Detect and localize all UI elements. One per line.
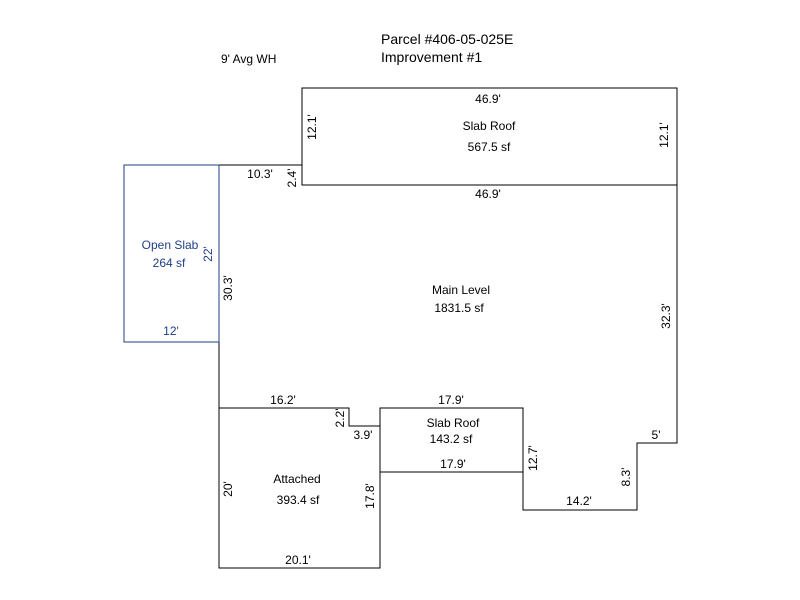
main-level-outline bbox=[218, 164, 678, 511]
slab-roof-small-area: 143.2 sf bbox=[430, 432, 473, 446]
dim-attached-top: 16.2' bbox=[270, 393, 296, 407]
dim-top-roof-right: 12.1' bbox=[657, 122, 671, 148]
parcel-number: Parcel #406-05-025E bbox=[381, 31, 513, 47]
slab-roof-top-name: Slab Roof bbox=[463, 119, 516, 133]
open-slab-area: 264 sf bbox=[153, 256, 186, 270]
dim-top-roof-left: 12.1' bbox=[305, 114, 319, 140]
improvement-label: Improvement #1 bbox=[381, 49, 482, 65]
dim-open-slab-side: 22' bbox=[201, 246, 215, 262]
dim-slab-small-right: 12.7' bbox=[526, 445, 540, 471]
main-level-area: 1831.5 sf bbox=[434, 301, 484, 315]
dim-main-top-left: 10.3' bbox=[247, 167, 273, 181]
dim-bottom-step: 14.2' bbox=[566, 494, 592, 508]
dim-attached-notch-v: 2.2' bbox=[333, 409, 347, 428]
dim-slab-small-bottom: 17.9' bbox=[440, 457, 466, 471]
dim-attached-notch-h: 3.9' bbox=[354, 428, 373, 442]
attached-area: 393.4 sf bbox=[277, 493, 320, 507]
dim-attached-left: 20' bbox=[221, 481, 235, 497]
dim-top-roof-top: 46.9' bbox=[475, 92, 501, 106]
dim-attached-bottom: 20.1' bbox=[285, 553, 311, 567]
open-slab-outline bbox=[123, 164, 220, 343]
dim-right-step-h: 5' bbox=[652, 428, 661, 442]
dim-top-roof-bottom: 46.9' bbox=[475, 187, 501, 201]
wall-height-label: 9' Avg WH bbox=[221, 52, 276, 66]
dim-slab-small-top: 17.9' bbox=[438, 393, 464, 407]
dim-open-slab-bottom: 12' bbox=[163, 324, 179, 338]
slab-roof-top-area: 567.5 sf bbox=[468, 140, 511, 154]
attached-name: Attached bbox=[273, 472, 320, 486]
dim-main-left: 30.3' bbox=[221, 275, 235, 301]
dim-right-step-v: 8.3' bbox=[619, 468, 633, 487]
main-level-name: Main Level bbox=[432, 283, 490, 297]
slab-roof-small-outline bbox=[379, 407, 524, 473]
open-slab-name: Open Slab bbox=[142, 238, 199, 252]
attached-outline bbox=[218, 408, 381, 569]
dim-main-right: 32.3' bbox=[659, 303, 673, 329]
dim-attached-right: 17.8' bbox=[363, 483, 377, 509]
slab-roof-small-name: Slab Roof bbox=[427, 416, 480, 430]
dim-main-step: 2.4' bbox=[285, 169, 299, 188]
